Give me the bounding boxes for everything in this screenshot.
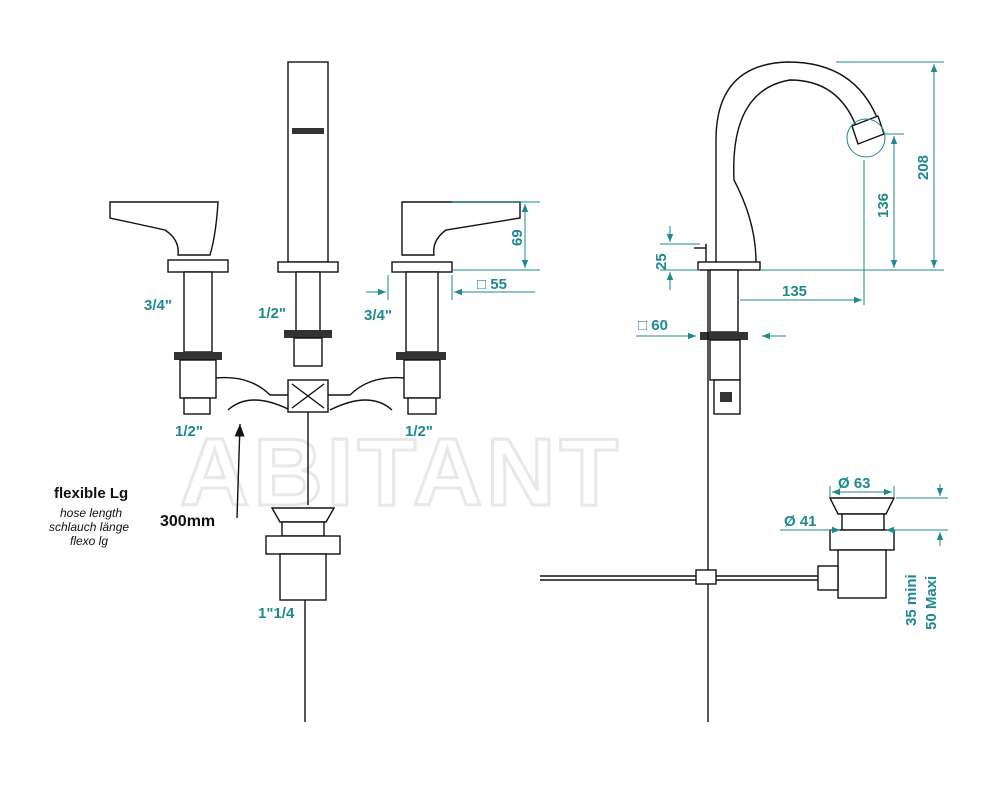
left-lever: [109, 201, 219, 256]
front-view: [109, 61, 540, 722]
waste-min-dim: 35 mini: [903, 574, 920, 626]
side-inlet: [713, 379, 741, 415]
square-size-dim: □ 55: [477, 276, 507, 293]
spout-reach-dim: 135: [782, 283, 807, 300]
waste-cap: [270, 507, 336, 523]
hose-note-line2: schlauch länge: [49, 520, 129, 534]
spout-connector: [293, 337, 323, 367]
left-handle-thread: 3/4": [144, 297, 172, 314]
t-connector-cross: [291, 383, 325, 409]
left-inlet: [183, 397, 211, 415]
waste-thread: 1"1/4: [258, 605, 295, 622]
rod-clip: [695, 569, 717, 585]
right-handle-base: [391, 261, 453, 273]
spout-nut: [284, 330, 332, 338]
base-square-dim: □ 60: [638, 317, 668, 334]
watermark-text: ABITANT: [180, 419, 622, 526]
right-shank: [405, 271, 439, 353]
spout-thread: 1/2": [258, 305, 286, 322]
spout-outer: [715, 61, 879, 262]
left-nut: [174, 352, 222, 360]
side-nut: [700, 332, 748, 340]
right-lever: [401, 201, 521, 256]
hose-left-lower: [227, 399, 291, 411]
side-waste-knob: [817, 565, 839, 591]
left-inlet-thread: 1/2": [175, 423, 203, 440]
hose-length-value: 300mm: [160, 513, 215, 530]
waste-neck: [281, 521, 325, 537]
side-waste-body: [829, 529, 895, 551]
hose-right-lower: [329, 399, 393, 411]
right-handle-thread: 3/4": [364, 307, 392, 324]
waste-body: [265, 535, 341, 555]
hose-note-title: flexible Lg: [54, 485, 128, 502]
left-shank: [183, 271, 213, 353]
hose-note-line3: flexo lg: [70, 534, 108, 548]
waste-trap: [279, 553, 327, 601]
hose-right-upper: [326, 376, 405, 396]
spout-tip: [851, 115, 885, 145]
side-shank: [709, 269, 739, 333]
side-base: [697, 261, 761, 271]
side-valve: [709, 339, 741, 381]
spout-base: [277, 261, 339, 273]
side-waste-cap: [828, 497, 896, 515]
right-nut: [396, 352, 446, 360]
right-inlet-thread: 1/2": [405, 423, 433, 440]
spout-shank: [295, 271, 321, 333]
total-height-dim: 208: [915, 155, 932, 180]
hose-note-line1: hose length: [60, 506, 122, 520]
waste-bottom-dim: Ø 41: [784, 513, 817, 530]
lever-height-dim: 25: [653, 253, 670, 270]
spout-inner: [733, 79, 857, 263]
hose-left-upper: [215, 376, 292, 396]
spout-height-dim: 136: [875, 193, 892, 218]
side-waste-neck: [841, 513, 885, 531]
waste-max-dim: 50 Maxi: [923, 576, 940, 630]
left-handle-base: [167, 259, 229, 273]
spout-aerator: [292, 128, 324, 134]
right-valve: [403, 359, 441, 399]
waste-top-dim: Ø 63: [838, 475, 871, 492]
side-waste-trap: [837, 549, 887, 599]
right-inlet: [407, 397, 437, 415]
side-view: [540, 61, 948, 722]
handle-height-dim: 69: [509, 229, 526, 246]
left-valve: [179, 359, 217, 399]
spout-body: [287, 61, 329, 263]
spout-outlet-circle: [846, 118, 886, 158]
